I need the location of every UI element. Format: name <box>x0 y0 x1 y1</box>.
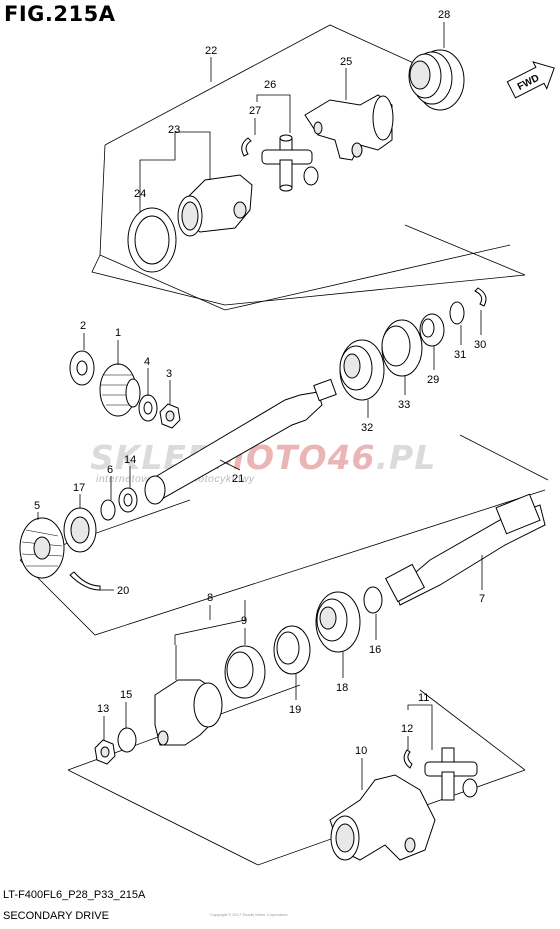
part-16-washer <box>363 586 383 614</box>
callout-7: 7 <box>479 593 485 605</box>
part-12-circlip <box>403 749 413 769</box>
callout-10: 10 <box>355 745 367 757</box>
callout-27: 27 <box>249 105 261 117</box>
callout-17: 17 <box>73 482 85 494</box>
callout-31: 31 <box>454 349 466 361</box>
part-3-nut <box>159 403 181 429</box>
callout-21: 21 <box>232 473 244 485</box>
part-19-ring <box>273 625 311 675</box>
part-18-bearing <box>315 591 361 653</box>
part-25-yoke <box>304 94 394 161</box>
callout-2: 2 <box>80 320 86 332</box>
callout-32: 32 <box>361 422 373 434</box>
callout-1: 1 <box>115 327 121 339</box>
watermark-brand-c: .PL <box>375 438 437 477</box>
group-frame-middle <box>19 434 549 636</box>
callout-4: 4 <box>144 356 150 368</box>
part-13-nut <box>94 739 116 765</box>
part-31-washer <box>449 301 465 325</box>
callout-3: 3 <box>166 368 172 380</box>
part-10-yoke <box>329 774 436 861</box>
callout-22: 22 <box>205 45 217 57</box>
callout-18: 18 <box>336 682 348 694</box>
callout-12: 12 <box>401 723 413 735</box>
callout-19: 19 <box>289 704 301 716</box>
part-2-washer <box>69 350 95 386</box>
part-24-oil-seal <box>127 207 177 273</box>
part-33-bearing <box>381 319 423 377</box>
part-1-bevel-gear <box>99 363 141 417</box>
part-17-bearing <box>63 507 97 553</box>
fwd-arrow-icon: FWD <box>506 61 555 99</box>
figure-title: FIG.215A <box>4 2 116 26</box>
part-23-yoke <box>177 174 253 237</box>
part-7-shaft <box>384 493 546 606</box>
callout-25: 25 <box>340 56 352 68</box>
callout-28: 28 <box>438 9 450 21</box>
callout-6: 6 <box>107 464 113 476</box>
model-code: LT-F400FL6_P28_P33_215A <box>3 889 146 901</box>
callout-24: 24 <box>134 188 146 200</box>
callout-5: 5 <box>34 500 40 512</box>
callout-14: 14 <box>124 454 136 466</box>
leader-lines <box>37 22 483 790</box>
part-26-spider <box>261 134 319 192</box>
part-9-oil-seal <box>224 645 266 699</box>
part-14-spacer <box>118 487 138 513</box>
callout-labels: 28 22 25 26 27 23 24 2 1 4 3 31 30 29 33… <box>34 9 486 757</box>
callout-9: 9 <box>241 615 247 627</box>
part-28-boot <box>408 49 465 111</box>
copyright-fine-print: Copyright © 2017 Suzuki Motor Corporatio… <box>210 912 288 917</box>
part-21-shaft <box>144 378 337 505</box>
callout-29: 29 <box>427 374 439 386</box>
callout-13: 13 <box>97 703 109 715</box>
callout-30: 30 <box>474 339 486 351</box>
part-15-washer <box>117 727 137 753</box>
part-6-washer <box>100 499 116 521</box>
callout-16: 16 <box>369 644 381 656</box>
part-20-circlip <box>69 571 101 591</box>
callout-26: 26 <box>264 79 276 91</box>
part-4-washer <box>138 394 158 422</box>
part-32-bearing <box>339 339 385 401</box>
callout-33: 33 <box>398 399 410 411</box>
part-27-circlip <box>241 137 252 157</box>
part-29-spacer <box>419 313 445 347</box>
part-30-circlip <box>474 287 487 307</box>
callout-8: 8 <box>207 592 213 604</box>
group-frame-top <box>91 24 526 311</box>
callout-20: 20 <box>117 585 129 597</box>
part-8-yoke <box>154 679 223 746</box>
callout-23: 23 <box>168 124 180 136</box>
callout-15: 15 <box>120 689 132 701</box>
part-5-bevel-gear <box>19 517 65 579</box>
section-title: SECONDARY DRIVE <box>3 910 109 922</box>
callout-11: 11 <box>418 692 429 704</box>
part-11-spider <box>424 747 478 801</box>
